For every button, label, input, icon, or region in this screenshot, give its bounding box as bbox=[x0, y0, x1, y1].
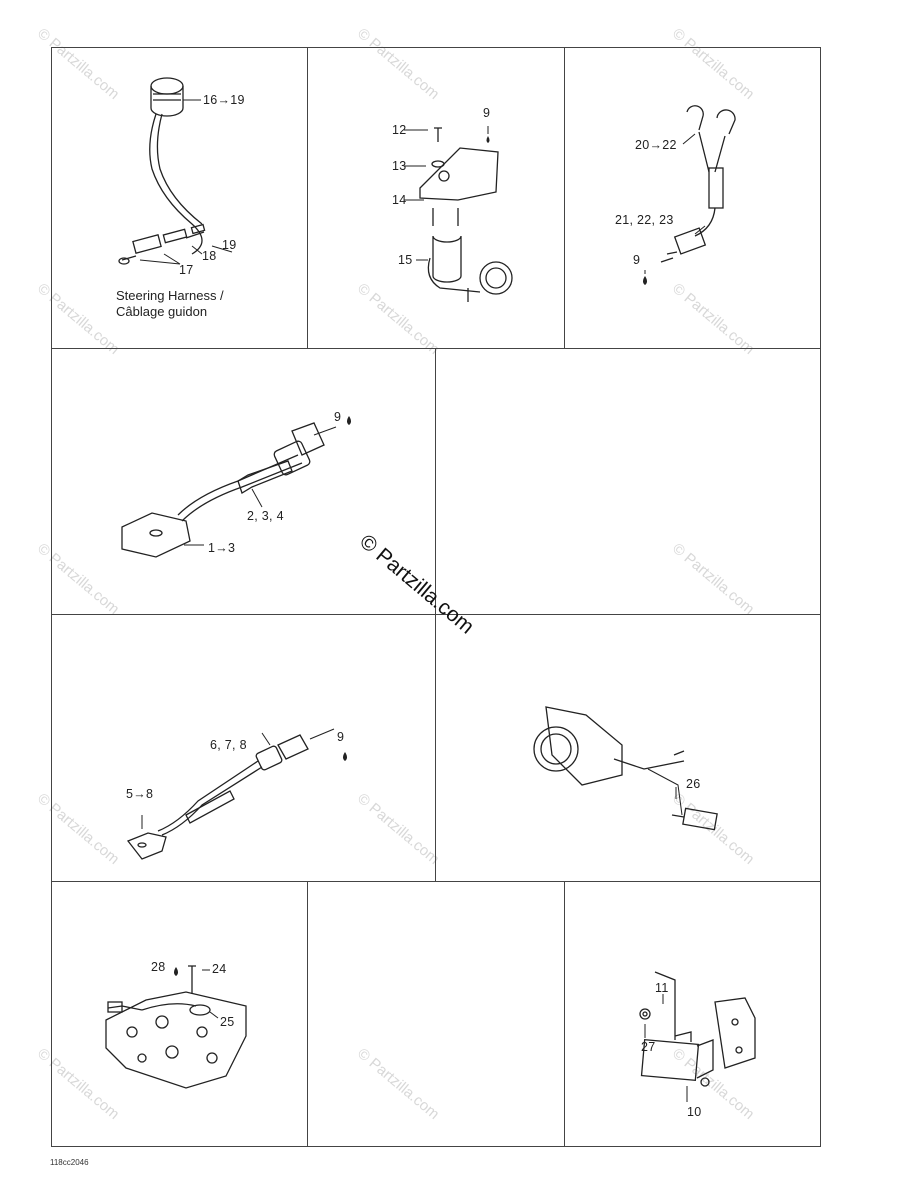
callout-21-22-23: 21, 22, 23 bbox=[615, 213, 674, 227]
cell-solenoid: 11 27 10 bbox=[564, 881, 821, 1147]
callout-1-3: 1→3 bbox=[208, 541, 236, 555]
callout-9: 9 bbox=[483, 106, 491, 120]
bracket-assembly-drawing bbox=[404, 126, 513, 302]
throttle-body-drawing bbox=[533, 706, 718, 831]
callout-17: 17 bbox=[179, 263, 194, 277]
callout-5-8: 5→8 bbox=[126, 787, 154, 801]
ground-wire-drawing bbox=[643, 105, 736, 285]
callout-19: 19 bbox=[222, 238, 237, 252]
cell-valve-body: 28 24 25 bbox=[51, 881, 308, 1147]
caption-line-2: Câblage guidon bbox=[116, 304, 208, 319]
cell-steering-harness: 16→19 17 18 19 Steering Harness / Câblag… bbox=[51, 47, 308, 349]
callout-9: 9 bbox=[334, 410, 342, 424]
steering-harness-drawing bbox=[118, 77, 233, 265]
harness-caption: Steering Harness / Câblage guidon bbox=[116, 288, 224, 320]
diagram-frame: 16→19 17 18 19 Steering Harness / Câblag… bbox=[51, 47, 821, 1147]
callout-12: 12 bbox=[392, 123, 407, 137]
sensor-a-drawing bbox=[121, 416, 351, 558]
cell-empty-b bbox=[307, 881, 565, 1147]
callout-10: 10 bbox=[687, 1105, 702, 1119]
cell-sensor-a: 9 2, 3, 4 1→3 bbox=[51, 348, 436, 615]
callout-24: 24 bbox=[212, 962, 227, 976]
callout-2-3-4: 2, 3, 4 bbox=[247, 509, 284, 523]
cell-ground-wire: 20→22 21, 22, 23 9 bbox=[564, 47, 821, 349]
callout-9: 9 bbox=[633, 253, 641, 267]
callout-26: 26 bbox=[686, 777, 701, 791]
cell-throttle-body: 26 bbox=[435, 614, 821, 882]
callout-27: 27 bbox=[641, 1040, 656, 1054]
callout-9: 9 bbox=[337, 730, 345, 744]
callout-28: 28 bbox=[151, 960, 166, 974]
callout-15: 15 bbox=[398, 253, 413, 267]
callout-20-22: 20→22 bbox=[635, 138, 677, 152]
callout-25: 25 bbox=[220, 1015, 235, 1029]
callout-6-7-8: 6, 7, 8 bbox=[210, 738, 247, 752]
callout-16-19: 16→19 bbox=[203, 93, 245, 107]
drawing-code: 118cc2046 bbox=[50, 1158, 89, 1167]
valve-body-drawing bbox=[105, 965, 247, 1089]
callout-13: 13 bbox=[392, 159, 407, 173]
callout-14: 14 bbox=[392, 193, 407, 207]
cell-empty-a bbox=[435, 348, 821, 615]
caption-line-1: Steering Harness / bbox=[116, 288, 224, 303]
callout-11: 11 bbox=[655, 981, 669, 995]
cell-bracket-assembly: 9 12 13 14 15 bbox=[307, 47, 565, 349]
solenoid-drawing bbox=[639, 971, 756, 1102]
sensor-b-drawing bbox=[126, 728, 347, 860]
cell-sensor-b: 6, 7, 8 9 5→8 bbox=[51, 614, 436, 882]
callout-18: 18 bbox=[202, 249, 217, 263]
